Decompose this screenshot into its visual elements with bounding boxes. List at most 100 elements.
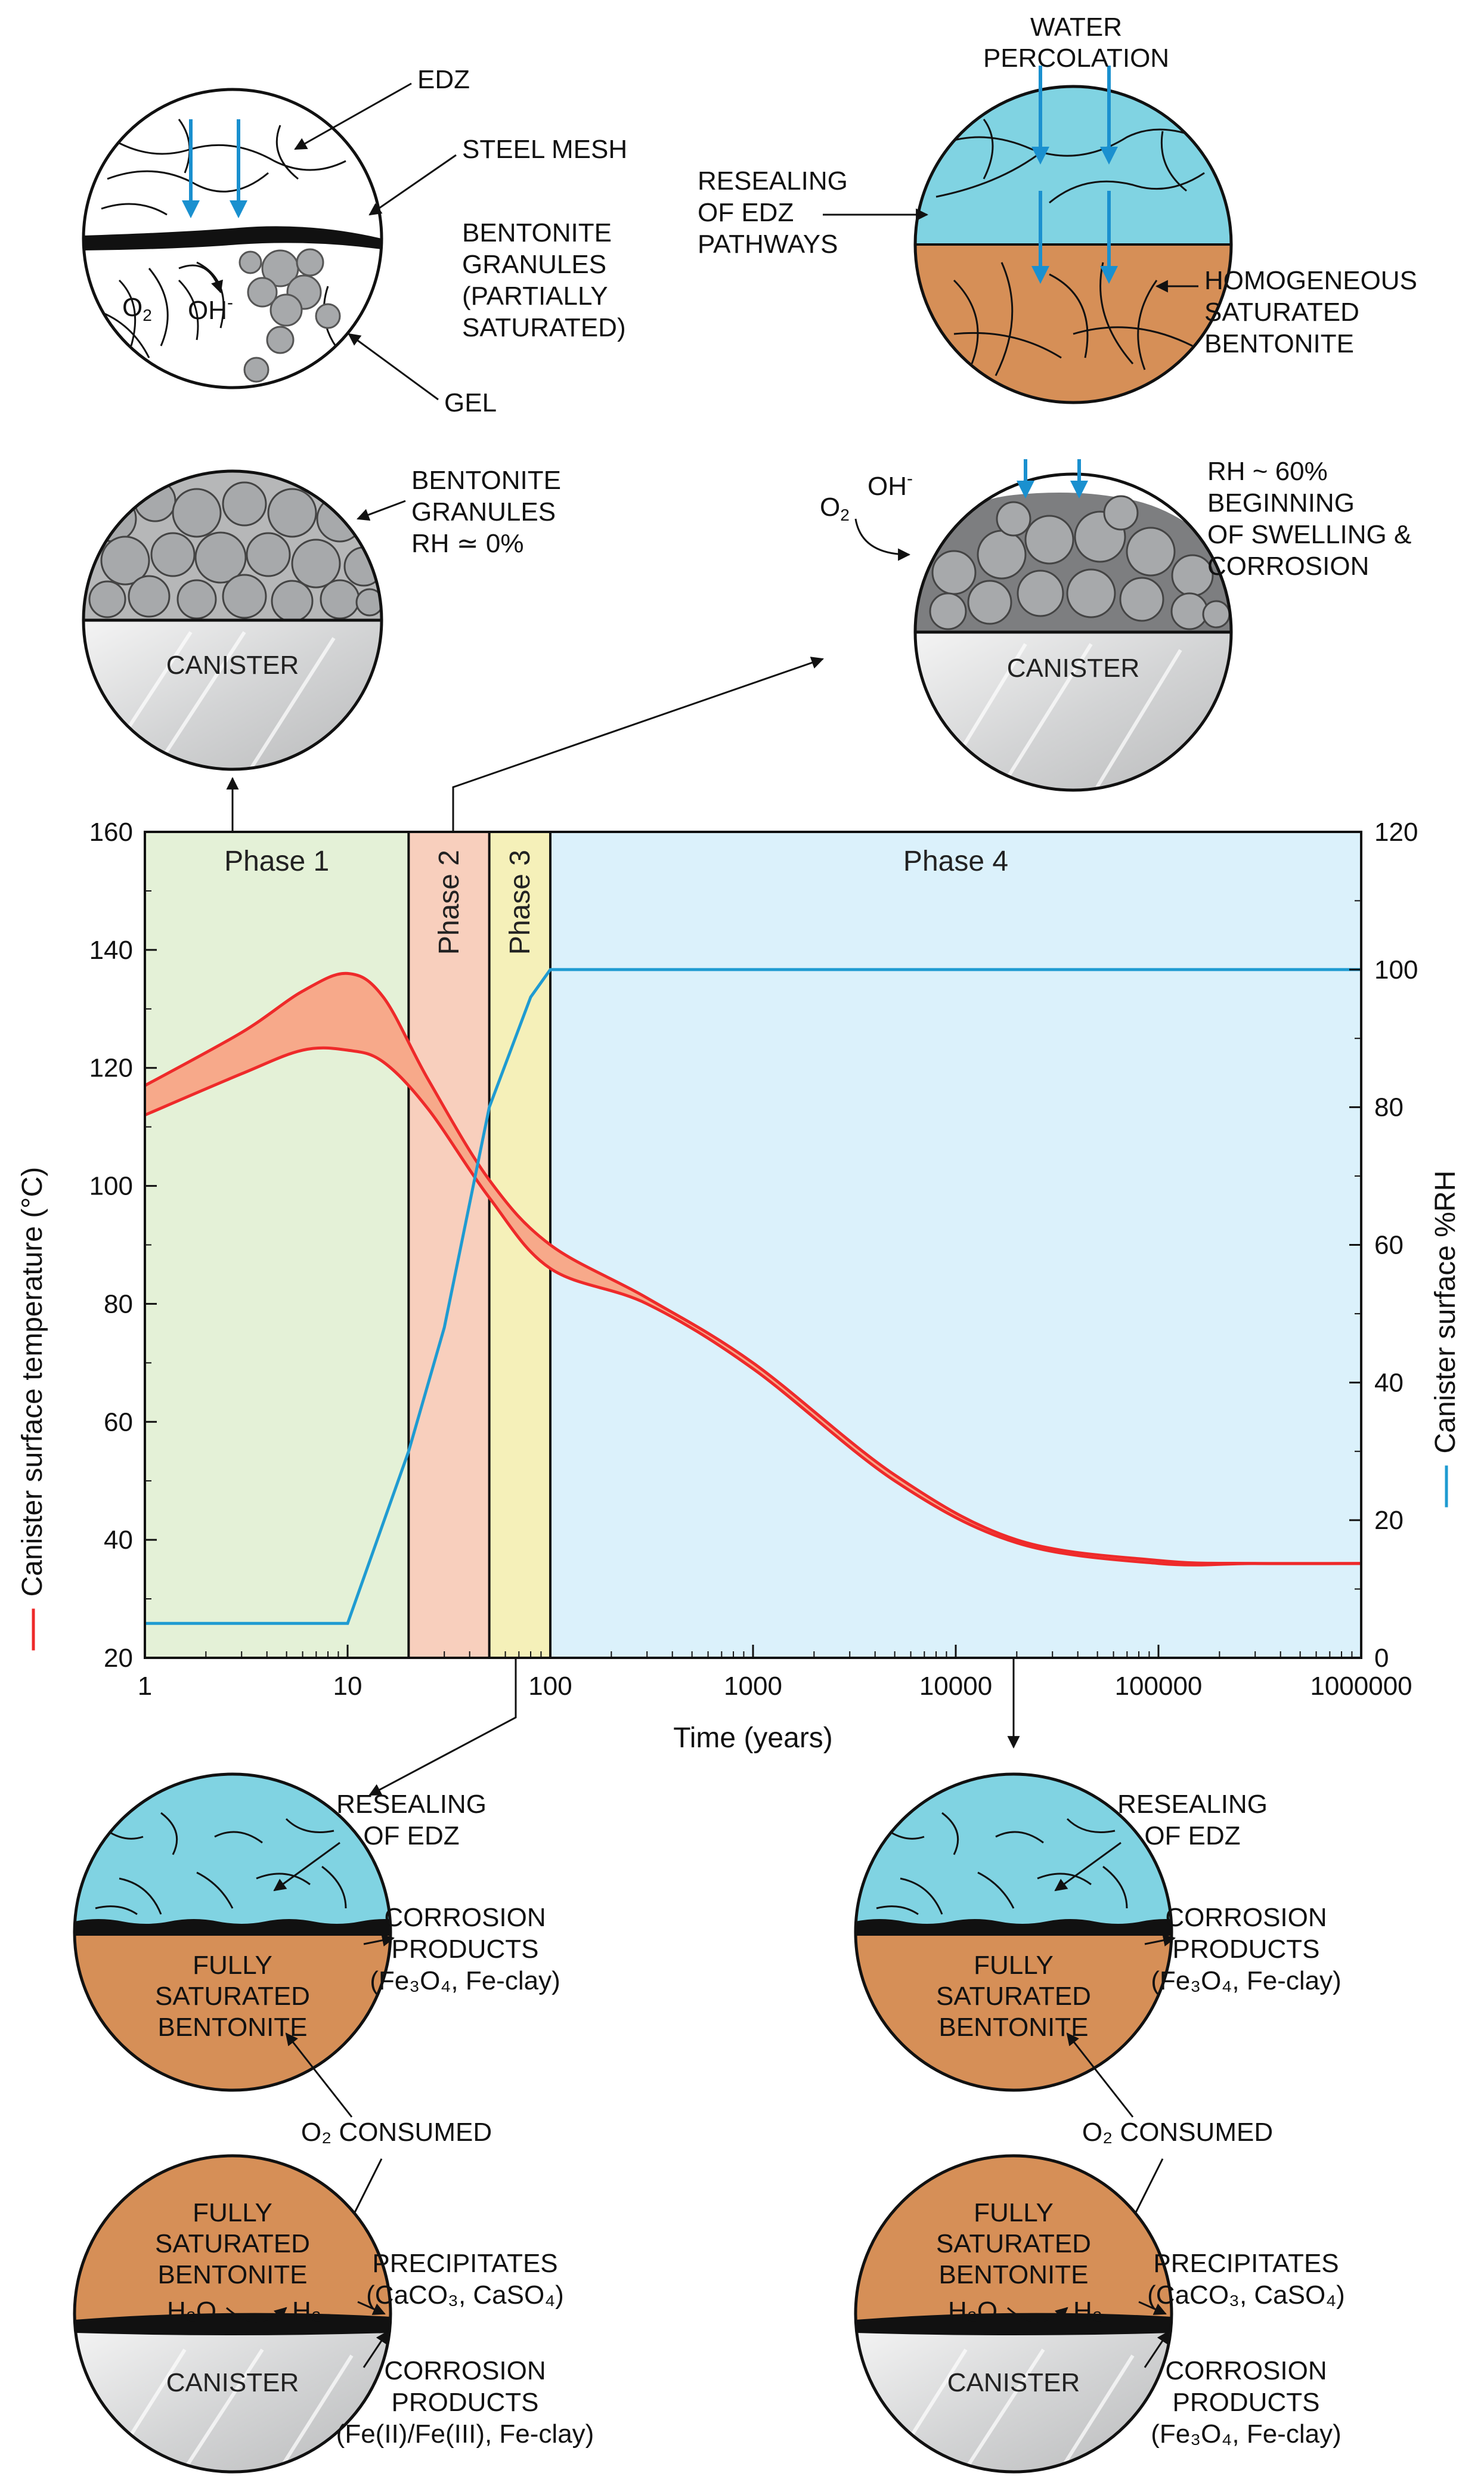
label-homogeneous-bentonite: BENTONITE <box>1204 329 1354 358</box>
leader-arrow-icon <box>273 1842 340 1892</box>
leader-arrow-icon <box>357 2301 386 2315</box>
label-fully-saturated: BENTONITE <box>157 2013 307 2042</box>
label-canister: CANISTER <box>166 651 299 680</box>
label-homogeneous-bentonite: HOMOGENEOUS <box>1204 266 1417 295</box>
label-water-percolation: PERCOLATION <box>983 44 1169 73</box>
label-corrosion-products-2: (Fe(II)/Fe(III), Fe-clay) <box>336 2419 594 2449</box>
label-resealing-edz: OF EDZ <box>363 1821 459 1850</box>
circle-edz-steel-mesh: O2 OH- <box>82 88 383 389</box>
label-bentonite-granules-dry: GRANULES <box>411 497 556 527</box>
circle-water-percolation <box>913 66 1233 404</box>
x-tick-label: 100000 <box>1115 1672 1203 1701</box>
leader-arrow-icon <box>1066 2032 1134 2118</box>
label-fully-saturated: SATURATED <box>936 2229 1091 2258</box>
leader-arrow-icon <box>357 500 406 521</box>
label-o2-consumed: O₂ CONSUMED <box>301 2118 492 2147</box>
x-tick-label: 1 <box>138 1672 152 1701</box>
label-resealing-edz-pathways: RESEALING <box>698 166 848 196</box>
leader-arrow-icon <box>285 2032 353 2118</box>
leader-arrow-icon <box>1054 1842 1121 1892</box>
label-canister: CANISTER <box>166 2368 299 2397</box>
label-bentonite-granules: GRANULES <box>462 250 606 279</box>
label-h2o: H₂O <box>948 2297 997 2326</box>
phase-label-2: Phase 2 <box>433 850 465 955</box>
label-h2: H₂ <box>292 2297 321 2326</box>
y-right-tick-label: 100 <box>1374 955 1418 985</box>
label-fully-saturated: FULLY <box>974 1951 1054 1980</box>
y-left-tick-label: 80 <box>104 1289 133 1319</box>
label-bentonite-granules: (PARTIALLY <box>462 281 608 311</box>
label-bentonite-granules: BENTONITE <box>462 218 612 247</box>
reaction-arrow-icon <box>1006 2307 1068 2322</box>
label-precipitates: (CaCO₃, CaSO₄) <box>366 2280 564 2310</box>
y-left-tick-label: 60 <box>104 1407 133 1437</box>
y-left-tick-label: 140 <box>89 936 133 965</box>
circle-swelling-corrosion: CANISTER <box>854 459 1233 792</box>
label-rh-60: BEGINNING <box>1207 488 1355 518</box>
leader-arrow-icon <box>294 82 412 150</box>
y-left-tick-label: 120 <box>89 1054 133 1083</box>
label-fully-saturated: BENTONITE <box>938 2013 1088 2042</box>
label-o2: O2 <box>122 293 152 324</box>
y-right-axis-label: Canister surface %RH <box>1430 1171 1461 1454</box>
label-corrosion-products: CORROSION <box>384 1903 546 1932</box>
label-fully-saturated: SATURATED <box>155 1982 310 2011</box>
label-o2: O2 <box>820 493 850 524</box>
phase-region-1 <box>145 832 409 1658</box>
label-fully-saturated: SATURATED <box>936 1982 1091 2011</box>
phase-label-4: Phase 4 <box>903 846 1008 877</box>
label-bentonite-granules-dry: BENTONITE <box>411 466 561 495</box>
label-precipitates: PRECIPITATES <box>372 2249 557 2278</box>
label-bentonite-granules: SATURATED) <box>462 313 626 342</box>
label-fully-saturated: FULLY <box>193 2198 272 2227</box>
label-canister: CANISTER <box>1007 654 1139 683</box>
x-tick-label: 1000000 <box>1310 1672 1412 1701</box>
label-fully-saturated: FULLY <box>974 2198 1054 2227</box>
label-edz: EDZ <box>417 65 470 94</box>
y-left-tick-label: 160 <box>89 818 133 847</box>
x-tick-label: 10000 <box>919 1672 992 1701</box>
leader-arrow-icon <box>1144 2331 1170 2368</box>
y-right-axis-title: Canister surface %RH <box>1430 1171 1461 1508</box>
label-corrosion-products-2: PRODUCTS <box>392 2388 539 2417</box>
label-corrosion-products: (Fe₃O₄, Fe-clay) <box>370 1966 560 1995</box>
label-resealing-edz-pathways: OF EDZ <box>698 198 794 227</box>
label-corrosion-products: (Fe₃O₄, Fe-clay) <box>1151 1966 1341 1995</box>
y-right-tick-label: 40 <box>1374 1368 1404 1397</box>
label-steel-mesh: STEEL MESH <box>462 135 627 164</box>
temperature-upper-line <box>144 971 1362 1565</box>
label-rh-60: RH ~ 60% <box>1207 457 1328 486</box>
leader-arrow-icon <box>368 1658 517 1796</box>
label-rh-60: CORROSION <box>1207 552 1369 581</box>
rh-line <box>145 968 1361 1625</box>
leader-arrow-icon <box>368 154 457 216</box>
y-left-tick-label: 20 <box>104 1644 133 1673</box>
label-precipitates: (CaCO₃, CaSO₄) <box>1147 2280 1345 2310</box>
reaction-arrow-icon <box>178 264 223 293</box>
leader-arrow-icon <box>1144 1934 1176 1947</box>
y-right-tick-label: 120 <box>1374 818 1418 847</box>
label-oh: OH- <box>188 293 233 325</box>
phase-label-3: Phase 3 <box>504 850 536 955</box>
leader-arrow-icon <box>1138 2301 1167 2315</box>
label-resealing-edz: RESEALING <box>1117 1790 1268 1819</box>
temperature-lower-line <box>144 1046 1361 1567</box>
y-right-tick-label: 80 <box>1374 1093 1404 1122</box>
y-left-tick-label: 40 <box>104 1525 133 1555</box>
label-homogeneous-bentonite: SATURATED <box>1204 298 1359 327</box>
label-oh: OH- <box>868 469 913 501</box>
phase-label-1: Phase 1 <box>224 846 329 877</box>
label-rh-60: OF SWELLING & <box>1207 520 1411 549</box>
label-canister: CANISTER <box>947 2368 1080 2397</box>
label-resealing-edz: OF EDZ <box>1144 1821 1240 1850</box>
leader-arrow-icon <box>452 657 824 832</box>
x-tick-label: 10 <box>333 1672 363 1701</box>
label-corrosion-products: PRODUCTS <box>392 1935 539 1964</box>
label-h2o: H₂O <box>167 2297 216 2326</box>
label-corrosion-products: CORROSION <box>1165 1903 1327 1932</box>
